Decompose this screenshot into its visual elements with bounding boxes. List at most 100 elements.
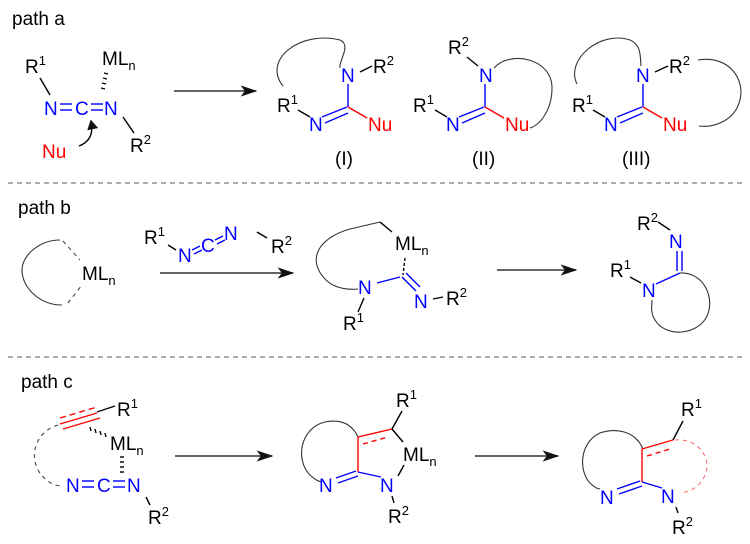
bond [357,428,393,438]
bond [357,297,365,313]
bond [214,235,224,241]
ring-arc [276,37,346,87]
hashed-bond [89,426,107,438]
bond [379,221,393,233]
r2-label: R2 [148,504,169,529]
dashed-tether [33,424,63,487]
n-atom: N [358,278,372,299]
c-atom: C [201,236,215,257]
path-c-intermediate: N N R1 MLn R2 [301,387,437,528]
n-atom: N [224,224,238,245]
ring-arc [301,420,359,483]
path-b-intermediate: MLn N N R2 R1 [315,221,467,335]
bond [96,405,116,413]
bond [484,106,505,119]
ring-arc [315,221,381,290]
r2-label: R2 [446,285,467,310]
metal-complex-label: MLn [395,234,429,258]
path-c-product: N N R1 R2 [582,396,708,539]
product-label: (I) [335,149,353,170]
bond [357,471,382,478]
bond [145,496,151,506]
n-atom: N [104,99,118,120]
path-a-label: path a [12,9,65,30]
bond [642,106,663,119]
nucleophile-label: Nu [663,115,687,136]
nucleophile-label: Nu [368,115,392,136]
bond [619,112,644,124]
bond [391,428,404,443]
n-atom: N [604,115,618,136]
bond [297,109,311,118]
alkyne-bond [62,417,101,430]
carbodiimide-reagent: R1 N C N R2 [144,224,292,267]
bond [657,221,671,231]
alkyne-bond [59,406,98,419]
r1-label: R1 [144,224,165,249]
product-label: (III) [622,149,651,170]
ring-arc [21,239,63,306]
bond [641,481,663,489]
c-atom: C [97,476,111,497]
path-c-label: path c [21,372,73,393]
bond [461,112,486,124]
bond [256,231,268,239]
bond [335,470,357,479]
ring-arc [493,58,553,129]
bond [193,249,203,255]
r2-label: R2 [388,503,409,528]
bond [654,65,669,73]
r1-label: R1 [610,257,631,282]
path-b-reactant: MLn [21,239,116,306]
bond [324,112,349,124]
alkyne-bond [59,412,98,425]
n-atom: N [380,476,394,497]
n-atom: N [479,66,493,87]
bond [359,65,373,73]
r2-label: R2 [669,53,690,78]
attack-arrow [78,119,99,147]
r2-label: R2 [448,34,469,59]
ring-arc [582,430,644,490]
bond [641,439,674,450]
bond [458,106,485,118]
r1-label: R1 [681,396,702,421]
bond [402,257,406,276]
path-a-section: path a R1 N C N MLn R2 Nu [12,9,742,170]
bond [672,420,684,441]
bond [616,480,641,490]
n-atom: N [178,246,192,267]
metal-complex-label: MLn [82,264,116,288]
n-atom: N [44,99,58,120]
n-atom: N [319,476,333,497]
r2-label: R2 [672,514,693,539]
path-b-product: R2 N R1 N [610,210,711,333]
n-atom: N [414,292,428,313]
bond [432,296,444,300]
nucleophile-label: Nu [505,115,529,136]
bond [216,239,226,245]
n-atom: N [642,281,656,302]
ring-arc [697,58,742,127]
bond [337,475,359,484]
n-atom: N [127,476,141,497]
hashed-bond [120,456,124,473]
bond [592,109,606,118]
bond [405,272,421,288]
hashed-bond [100,72,109,90]
path-c-reactant: R1 MLn N C N R2 [33,396,169,529]
bond [362,436,389,445]
r1-label: R1 [396,387,417,412]
path-b-section: path b MLn R1 N C N R2 MLn [18,198,711,335]
bond [434,109,448,118]
metal-complex-label: MLn [102,49,136,73]
bond [167,244,177,251]
n-atom: N [309,115,323,136]
n-atom: N [600,488,614,509]
n-atom: N [661,487,675,508]
bond [191,245,201,251]
n-atom: N [66,476,80,497]
c-atom: C [75,99,89,120]
bond [122,116,135,134]
dashed-bond [67,284,83,304]
